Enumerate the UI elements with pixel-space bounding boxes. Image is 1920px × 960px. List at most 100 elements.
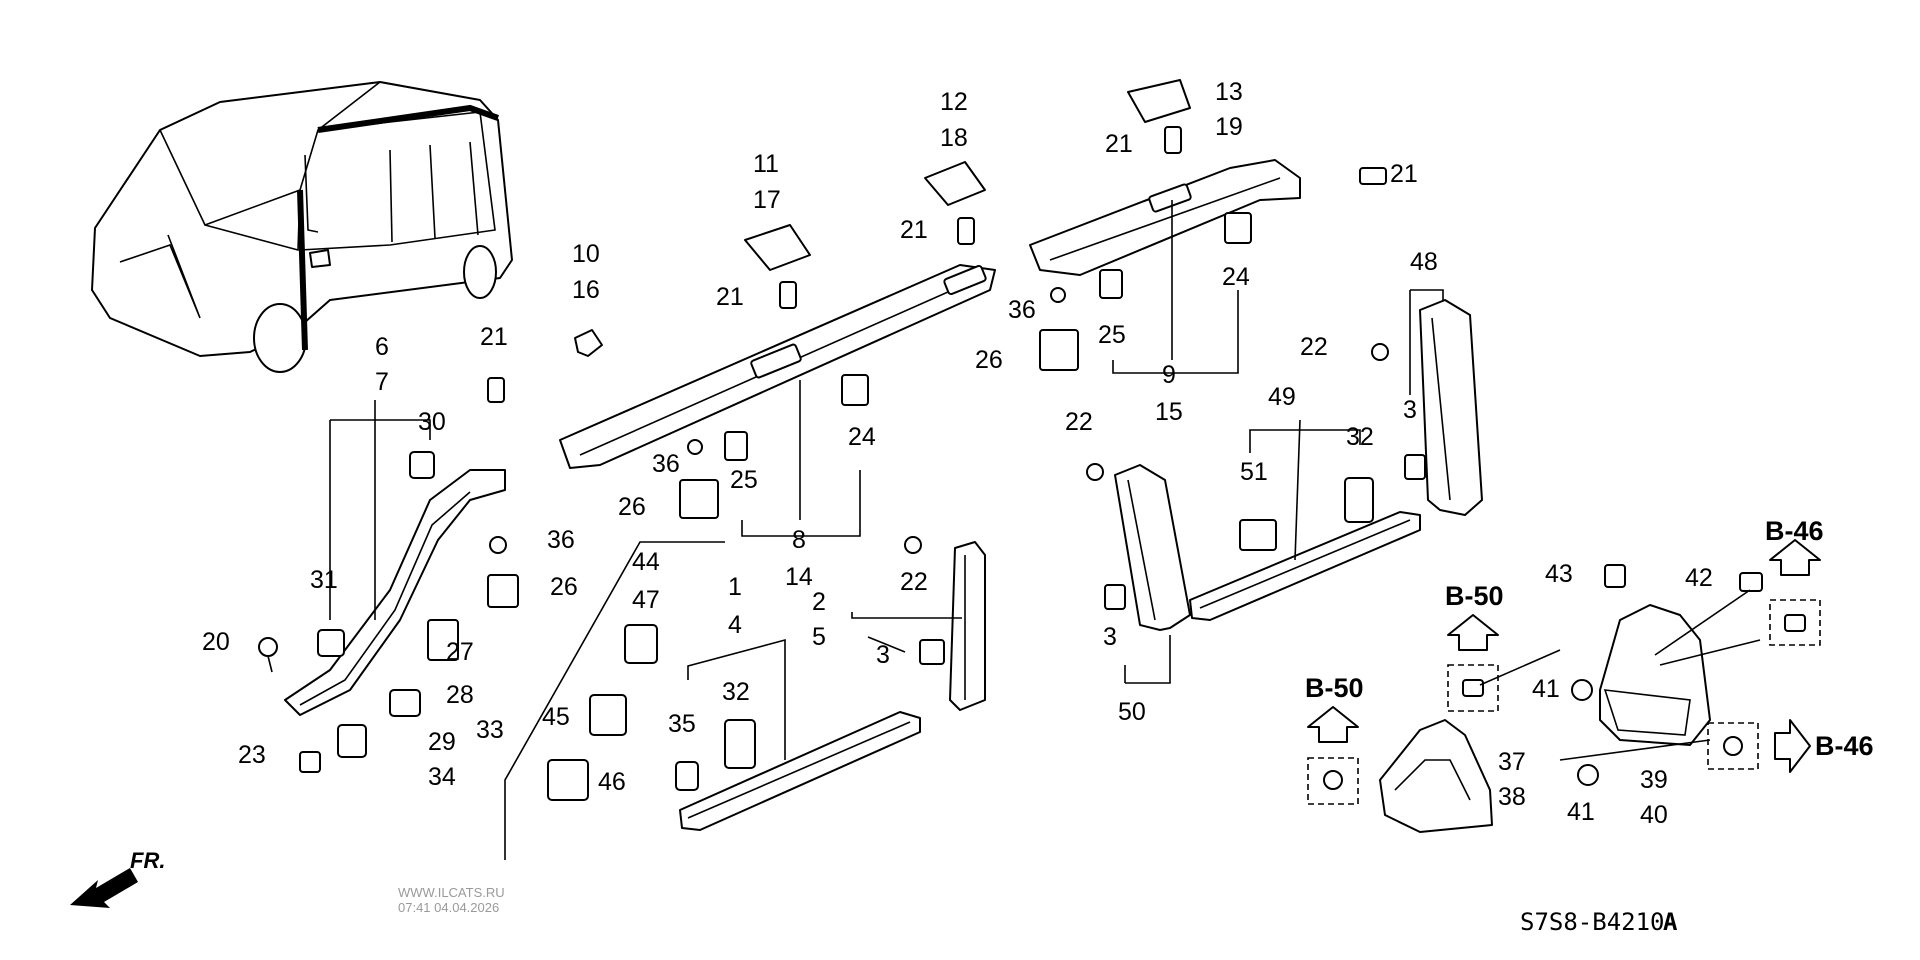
cap-11-17 (744, 224, 811, 271)
screw-36a (489, 536, 507, 554)
callout-29[interactable]: 29 (428, 728, 456, 756)
callout-25-center[interactable]: 25 (730, 466, 758, 494)
callout-2[interactable]: 2 (812, 588, 826, 616)
bolt-41a (1571, 679, 1593, 701)
callout-42[interactable]: 42 (1685, 564, 1713, 592)
callout-23[interactable]: 23 (238, 741, 266, 769)
callout-41-lower[interactable]: 41 (1567, 798, 1595, 826)
callout-3-right[interactable]: 3 (1403, 396, 1417, 424)
callout-34[interactable]: 34 (428, 763, 456, 791)
callout-21-right-a[interactable]: 21 (1105, 130, 1133, 158)
cap-12-18 (924, 161, 986, 206)
callout-45[interactable]: 45 (542, 703, 570, 731)
callout-9[interactable]: 9 (1162, 361, 1176, 389)
callout-27[interactable]: 27 (446, 638, 474, 666)
callout-8[interactable]: 8 (792, 526, 806, 554)
callout-47[interactable]: 47 (632, 586, 660, 614)
clip-32a (724, 719, 756, 769)
screw-21d (1164, 126, 1182, 154)
callout-31[interactable]: 31 (310, 566, 338, 594)
watermark-time: 07:41 04.04.2026 (398, 900, 499, 915)
callout-6[interactable]: 6 (375, 333, 389, 361)
callout-13[interactable]: 13 (1215, 78, 1243, 106)
callout-25-right[interactable]: 25 (1098, 321, 1126, 349)
callout-3-center[interactable]: 3 (876, 641, 890, 669)
callout-4[interactable]: 4 (728, 611, 742, 639)
callout-44[interactable]: 44 (632, 548, 660, 576)
clip-31 (317, 629, 345, 657)
clip-25b (1099, 269, 1123, 299)
ref-box-b46-top (1769, 539, 1821, 646)
clip-35 (675, 761, 699, 791)
callout-21-center-a[interactable]: 21 (716, 283, 744, 311)
clip-28 (389, 689, 421, 717)
callout-19[interactable]: 19 (1215, 113, 1243, 141)
ref-label-b46-top[interactable]: B-46 (1765, 516, 1824, 546)
callout-1[interactable]: 1 (728, 573, 742, 601)
clip-23 (299, 751, 321, 773)
callout-22-center[interactable]: 22 (900, 568, 928, 596)
callout-36-right[interactable]: 36 (1008, 296, 1036, 324)
callout-35[interactable]: 35 (668, 710, 696, 738)
callout-49[interactable]: 49 (1268, 383, 1296, 411)
callout-7[interactable]: 7 (375, 368, 389, 396)
callout-36-center[interactable]: 36 (652, 450, 680, 478)
callout-10[interactable]: 10 (572, 240, 600, 268)
callout-15[interactable]: 15 (1155, 398, 1183, 426)
callout-18[interactable]: 18 (940, 124, 968, 152)
clip-3a (919, 639, 945, 665)
callout-17[interactable]: 17 (753, 186, 781, 214)
callout-5[interactable]: 5 (812, 623, 826, 651)
callout-3-mid[interactable]: 3 (1103, 623, 1117, 651)
center-pillar-garnish (949, 541, 986, 711)
ref-label-b50-left[interactable]: B-50 (1305, 673, 1364, 703)
clip-25a (724, 431, 748, 461)
callout-50[interactable]: 50 (1118, 698, 1146, 726)
callout-51[interactable]: 51 (1240, 458, 1268, 486)
callout-21-left[interactable]: 21 (480, 323, 508, 351)
clip-3b (1104, 584, 1126, 610)
callout-48[interactable]: 48 (1410, 248, 1438, 276)
callout-labels: 6 7 30 31 20 23 36 26 27 28 33 29 34 21 … (202, 78, 1713, 829)
callout-14[interactable]: 14 (785, 563, 813, 591)
callout-41-upper[interactable]: 41 (1532, 675, 1560, 703)
callout-22-mid[interactable]: 22 (1065, 408, 1093, 436)
callout-43[interactable]: 43 (1545, 560, 1573, 588)
ref-label-b50-mid[interactable]: B-50 (1445, 581, 1504, 611)
callout-28[interactable]: 28 (446, 681, 474, 709)
callout-26-right[interactable]: 26 (975, 346, 1003, 374)
screw-20 (258, 637, 278, 673)
callout-32-center[interactable]: 32 (722, 678, 750, 706)
cap-13-19 (1127, 79, 1191, 123)
callout-20[interactable]: 20 (202, 628, 230, 656)
diagram-code: S7S8-B4210 (1520, 908, 1665, 936)
callout-24-right[interactable]: 24 (1222, 263, 1250, 291)
clip-51 (1239, 519, 1277, 551)
roof-molding-rear (1029, 159, 1301, 276)
callout-38[interactable]: 38 (1498, 783, 1526, 811)
callout-21-right-b[interactable]: 21 (1390, 160, 1418, 188)
callout-21-center-b[interactable]: 21 (900, 216, 928, 244)
callout-16[interactable]: 16 (572, 276, 600, 304)
callout-46[interactable]: 46 (598, 768, 626, 796)
callout-30[interactable]: 30 (418, 408, 446, 436)
callout-32-right[interactable]: 32 (1346, 423, 1374, 451)
callout-11[interactable]: 11 (753, 150, 779, 178)
bolt-41b (1577, 764, 1599, 786)
callout-12[interactable]: 12 (940, 88, 968, 116)
callout-33[interactable]: 33 (476, 716, 504, 744)
callout-26-left[interactable]: 26 (550, 573, 578, 601)
callout-22-right[interactable]: 22 (1300, 333, 1328, 361)
callout-36-left[interactable]: 36 (547, 526, 575, 554)
callout-24-center[interactable]: 24 (848, 423, 876, 451)
screw-21c (957, 217, 975, 245)
callout-26-center[interactable]: 26 (618, 493, 646, 521)
screw-21b (779, 281, 797, 309)
front-direction-label: FR. (130, 848, 165, 873)
screw-36c (1050, 287, 1066, 303)
callout-37[interactable]: 37 (1498, 748, 1526, 776)
ref-label-b46-right[interactable]: B-46 (1815, 731, 1874, 761)
callout-39[interactable]: 39 (1640, 766, 1668, 794)
callout-40[interactable]: 40 (1640, 801, 1668, 829)
